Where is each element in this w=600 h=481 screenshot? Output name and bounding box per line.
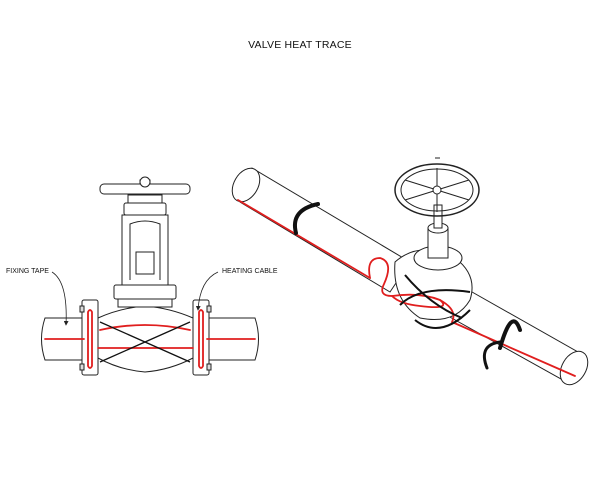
bonnet-flange bbox=[113, 284, 177, 300]
diagram-title: VALVE HEAT TRACE bbox=[248, 39, 352, 51]
front-view-valve bbox=[41, 176, 259, 376]
iso-handwheel bbox=[394, 163, 480, 217]
fixing-tape-leader bbox=[51, 271, 69, 326]
heating-cable-label: HEATING CABLE bbox=[222, 268, 278, 275]
isometric-view bbox=[231, 157, 589, 386]
iso-valve-tape bbox=[399, 274, 471, 329]
iso-fixing-tape bbox=[293, 202, 522, 370]
front-fixing-tape bbox=[99, 321, 191, 363]
yoke bbox=[121, 214, 169, 286]
fixing-tape-label: FIXING TAPE bbox=[6, 268, 49, 275]
front-heating-cable bbox=[44, 309, 256, 369]
heating-cable-leader bbox=[195, 271, 219, 311]
valve-body bbox=[97, 305, 194, 373]
iso-pipe-left bbox=[237, 167, 411, 293]
